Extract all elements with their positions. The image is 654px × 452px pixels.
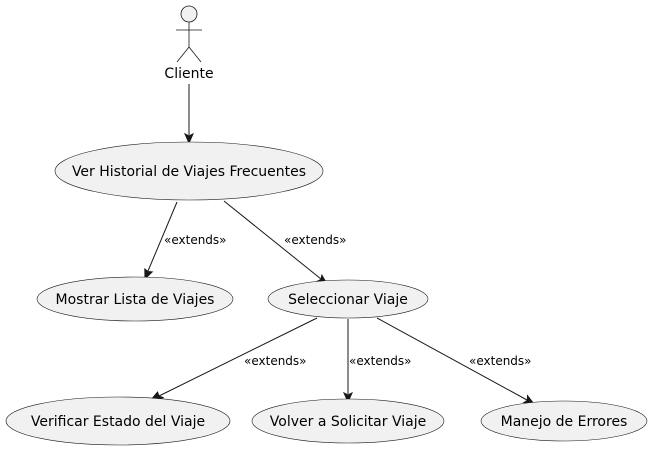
usecase-ver-historial: Ver Historial de Viajes Frecuentes: [54, 141, 324, 201]
edge-label-seleccionar-volver: «extends»: [349, 354, 412, 368]
usecase-seleccionar-viaje: Seleccionar Viaje: [267, 279, 429, 319]
usecase-volver-solicitar: Volver a Solicitar Viaje: [251, 398, 445, 444]
usecase-ellipse: [36, 276, 234, 322]
edge-label-historial-seleccionar: «extends»: [284, 233, 347, 247]
actor-leg-right: [188, 46, 202, 63]
edge-actor-historial: [183, 84, 195, 145]
edge-label-seleccionar-errores: «extends»: [469, 354, 532, 368]
actor-head: [180, 5, 198, 23]
usecase-label: Seleccionar Viaje: [288, 292, 408, 308]
edge-seleccionar-volver: «extends»: [342, 319, 412, 404]
edge-seleccionar-verificar: «extends»: [149, 317, 318, 401]
arrowhead: [183, 132, 195, 145]
edge-label-historial-mostrar: «extends»: [164, 233, 227, 247]
usecase-mostrar-lista: Mostrar Lista de Viajes: [36, 276, 234, 322]
usecase-ellipse: [5, 396, 231, 446]
actor-cliente: Cliente: [164, 5, 214, 82]
usecase-ellipse: [480, 400, 648, 442]
edge-historial-mostrar: «extends»: [144, 201, 227, 281]
edge-label-seleccionar-verificar: «extends»: [244, 354, 307, 368]
usecase-ellipse: [251, 398, 445, 444]
actor-label: Cliente: [164, 66, 213, 82]
usecase-label: Ver Historial de Viajes Frecuentes: [72, 164, 306, 180]
usecase-label: Volver a Solicitar Viaje: [270, 414, 426, 430]
usecase-label: Manejo de Errores: [501, 414, 628, 430]
usecase-ellipse: [267, 279, 429, 319]
usecase-ellipse: [54, 141, 324, 201]
arrowhead: [144, 267, 154, 281]
usecase-label: Verificar Estado del Viaje: [31, 414, 205, 430]
usecase-label: Mostrar Lista de Viajes: [56, 292, 215, 308]
actor-leg-left: [176, 46, 190, 63]
usecase-manejo-errores: Manejo de Errores: [480, 400, 648, 442]
edge-historial-seleccionar: «extends»: [223, 200, 347, 285]
arrowhead: [342, 391, 354, 404]
edges: «extends» «extends» «extends» «extends» …: [144, 84, 536, 405]
usecase-verificar-estado: Verificar Estado del Viaje: [5, 396, 231, 446]
edge-seleccionar-errores: «extends»: [376, 317, 536, 405]
